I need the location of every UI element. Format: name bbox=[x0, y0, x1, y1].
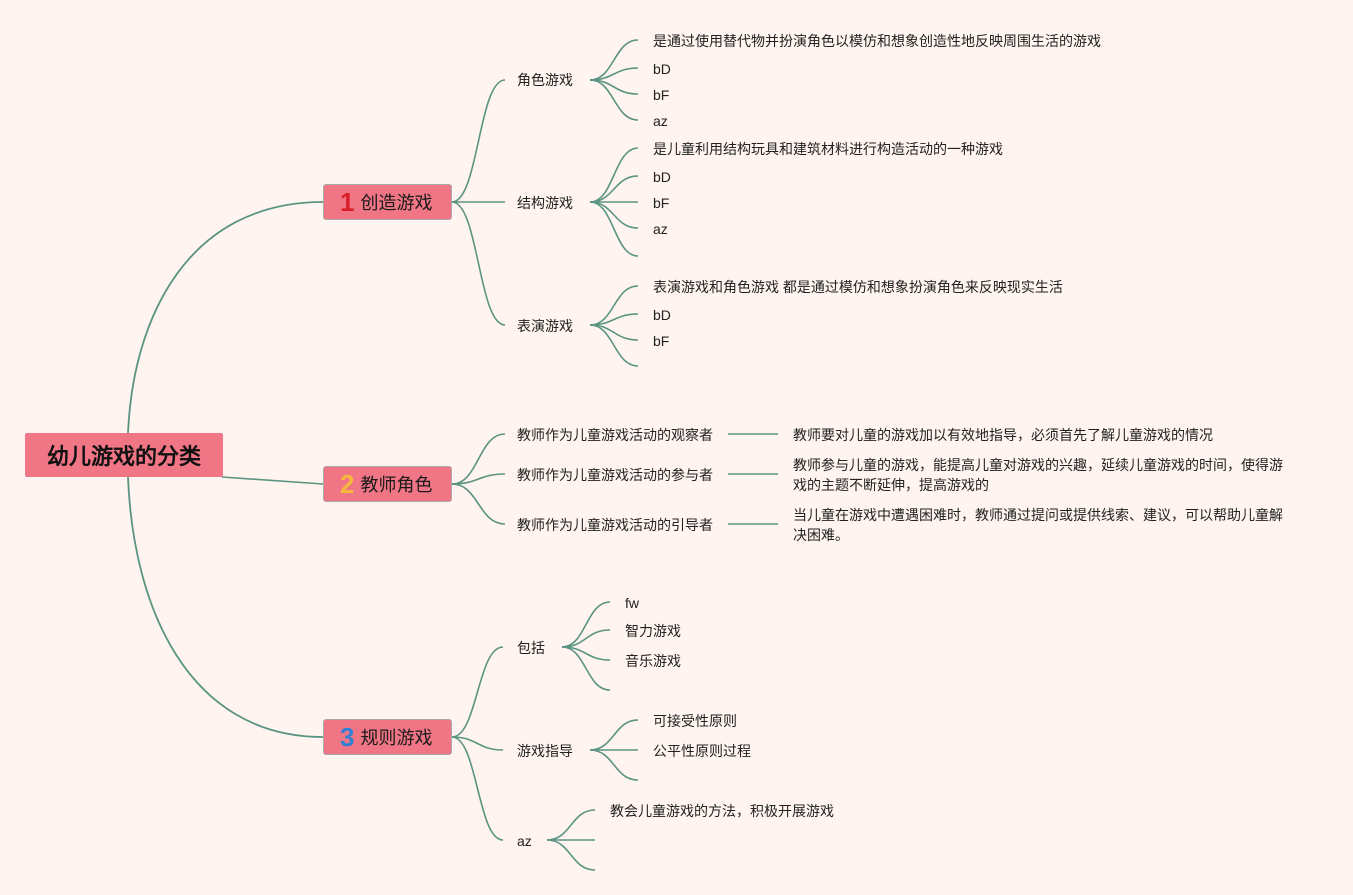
connector-line bbox=[546, 809, 596, 841]
subtopic-observer[interactable]: 教师作为儿童游戏活动的观察者 bbox=[517, 427, 713, 443]
connector-line bbox=[561, 646, 611, 691]
connector-line bbox=[589, 201, 639, 257]
leaf-topic[interactable]: 是儿童利用结构玩具和建筑材料进行构造活动的一种游戏 bbox=[653, 141, 1003, 157]
connector-line bbox=[127, 201, 324, 434]
main-topic-rule-games[interactable]: 3 规则游戏 bbox=[323, 719, 452, 755]
main-topic-teacher-role[interactable]: 2 教师角色 bbox=[323, 466, 452, 502]
leaf-topic[interactable]: 表演游戏和角色游戏 都是通过模仿和想象扮演角色来反映现实生活 bbox=[653, 279, 1063, 295]
connector-line bbox=[127, 476, 324, 738]
subtopic-az[interactable]: az bbox=[517, 833, 532, 849]
connector-line bbox=[589, 147, 639, 203]
leaf-topic[interactable]: bD bbox=[653, 307, 671, 323]
connector-line bbox=[451, 201, 506, 326]
connector-line bbox=[451, 473, 506, 485]
connector-line bbox=[589, 719, 639, 751]
connector-line bbox=[589, 201, 639, 229]
leaf-topic[interactable]: 教会儿童游戏的方法，积极开展游戏 bbox=[610, 803, 834, 819]
leaf-topic[interactable]: 公平性原则过程 bbox=[653, 743, 751, 759]
root-topic[interactable]: 幼儿游戏的分类 bbox=[25, 433, 223, 477]
subtopic-performance-play[interactable]: 表演游戏 bbox=[517, 318, 573, 334]
leaf-topic[interactable]: bD bbox=[653, 169, 671, 185]
connector-line bbox=[546, 839, 596, 871]
leaf-topic[interactable]: bD bbox=[653, 61, 671, 77]
main-topic-label: 教师角色 bbox=[360, 475, 433, 495]
leaf-topic[interactable]: 可接受性原则 bbox=[653, 713, 737, 729]
connector-line bbox=[589, 324, 639, 367]
leaf-topic[interactable]: 当儿童在游戏中遭遇困难时，教师通过提问或提供线索、建议，可以帮助儿童解决困难。 bbox=[793, 507, 1283, 543]
subtopic-includes[interactable]: 包括 bbox=[517, 640, 545, 656]
leaf-topic[interactable]: fw bbox=[625, 595, 639, 611]
leaf-topic[interactable]: bF bbox=[653, 333, 670, 349]
leaf-topic[interactable]: az bbox=[653, 113, 668, 129]
connector-line bbox=[451, 736, 504, 751]
number-3-icon: 3 bbox=[340, 722, 355, 752]
leaf-topic[interactable]: 教师参与儿童的游戏，能提高儿童对游戏的兴趣，延续儿童游戏的时间，使得游戏的主题不… bbox=[793, 457, 1283, 493]
connector-line bbox=[589, 79, 639, 121]
connector-line bbox=[589, 175, 639, 203]
main-topic-create-games[interactable]: 1 创造游戏 bbox=[323, 184, 452, 220]
connector-line bbox=[451, 736, 504, 841]
leaf-topic[interactable]: 音乐游戏 bbox=[625, 653, 681, 669]
leaf-topic[interactable]: bF bbox=[653, 195, 670, 211]
subtopic-participant[interactable]: 教师作为儿童游戏活动的参与者 bbox=[517, 467, 713, 483]
number-1-icon: 1 bbox=[340, 187, 355, 217]
connector-line bbox=[561, 629, 611, 648]
leaf-topic[interactable]: 智力游戏 bbox=[625, 623, 681, 639]
number-2-icon: 2 bbox=[340, 469, 355, 499]
subtopic-role-play[interactable]: 角色游戏 bbox=[517, 72, 573, 88]
leaf-topic[interactable]: 是通过使用替代物并扮演角色以模仿和想象创造性地反映周围生活的游戏 bbox=[653, 33, 1101, 49]
connector-line bbox=[589, 749, 639, 781]
connector-line bbox=[561, 601, 611, 648]
main-topic-label: 规则游戏 bbox=[360, 728, 433, 748]
connector-line bbox=[451, 646, 504, 738]
connector-line bbox=[451, 483, 506, 525]
subtopic-construction-play[interactable]: 结构游戏 bbox=[517, 195, 573, 211]
leaf-topic[interactable]: bF bbox=[653, 87, 670, 103]
connector-line bbox=[451, 79, 506, 203]
subtopic-game-guidance[interactable]: 游戏指导 bbox=[517, 743, 573, 759]
connector-line bbox=[451, 433, 506, 485]
subtopic-guide[interactable]: 教师作为儿童游戏活动的引导者 bbox=[517, 517, 713, 533]
main-topic-label: 创造游戏 bbox=[360, 193, 433, 213]
leaf-topic[interactable]: 教师要对儿童的游戏加以有效地指导，必须首先了解儿童游戏的情况 bbox=[793, 427, 1213, 443]
connector-line bbox=[221, 476, 324, 485]
leaf-topic[interactable]: az bbox=[653, 221, 668, 237]
root-topic-label: 幼儿游戏的分类 bbox=[46, 444, 201, 469]
